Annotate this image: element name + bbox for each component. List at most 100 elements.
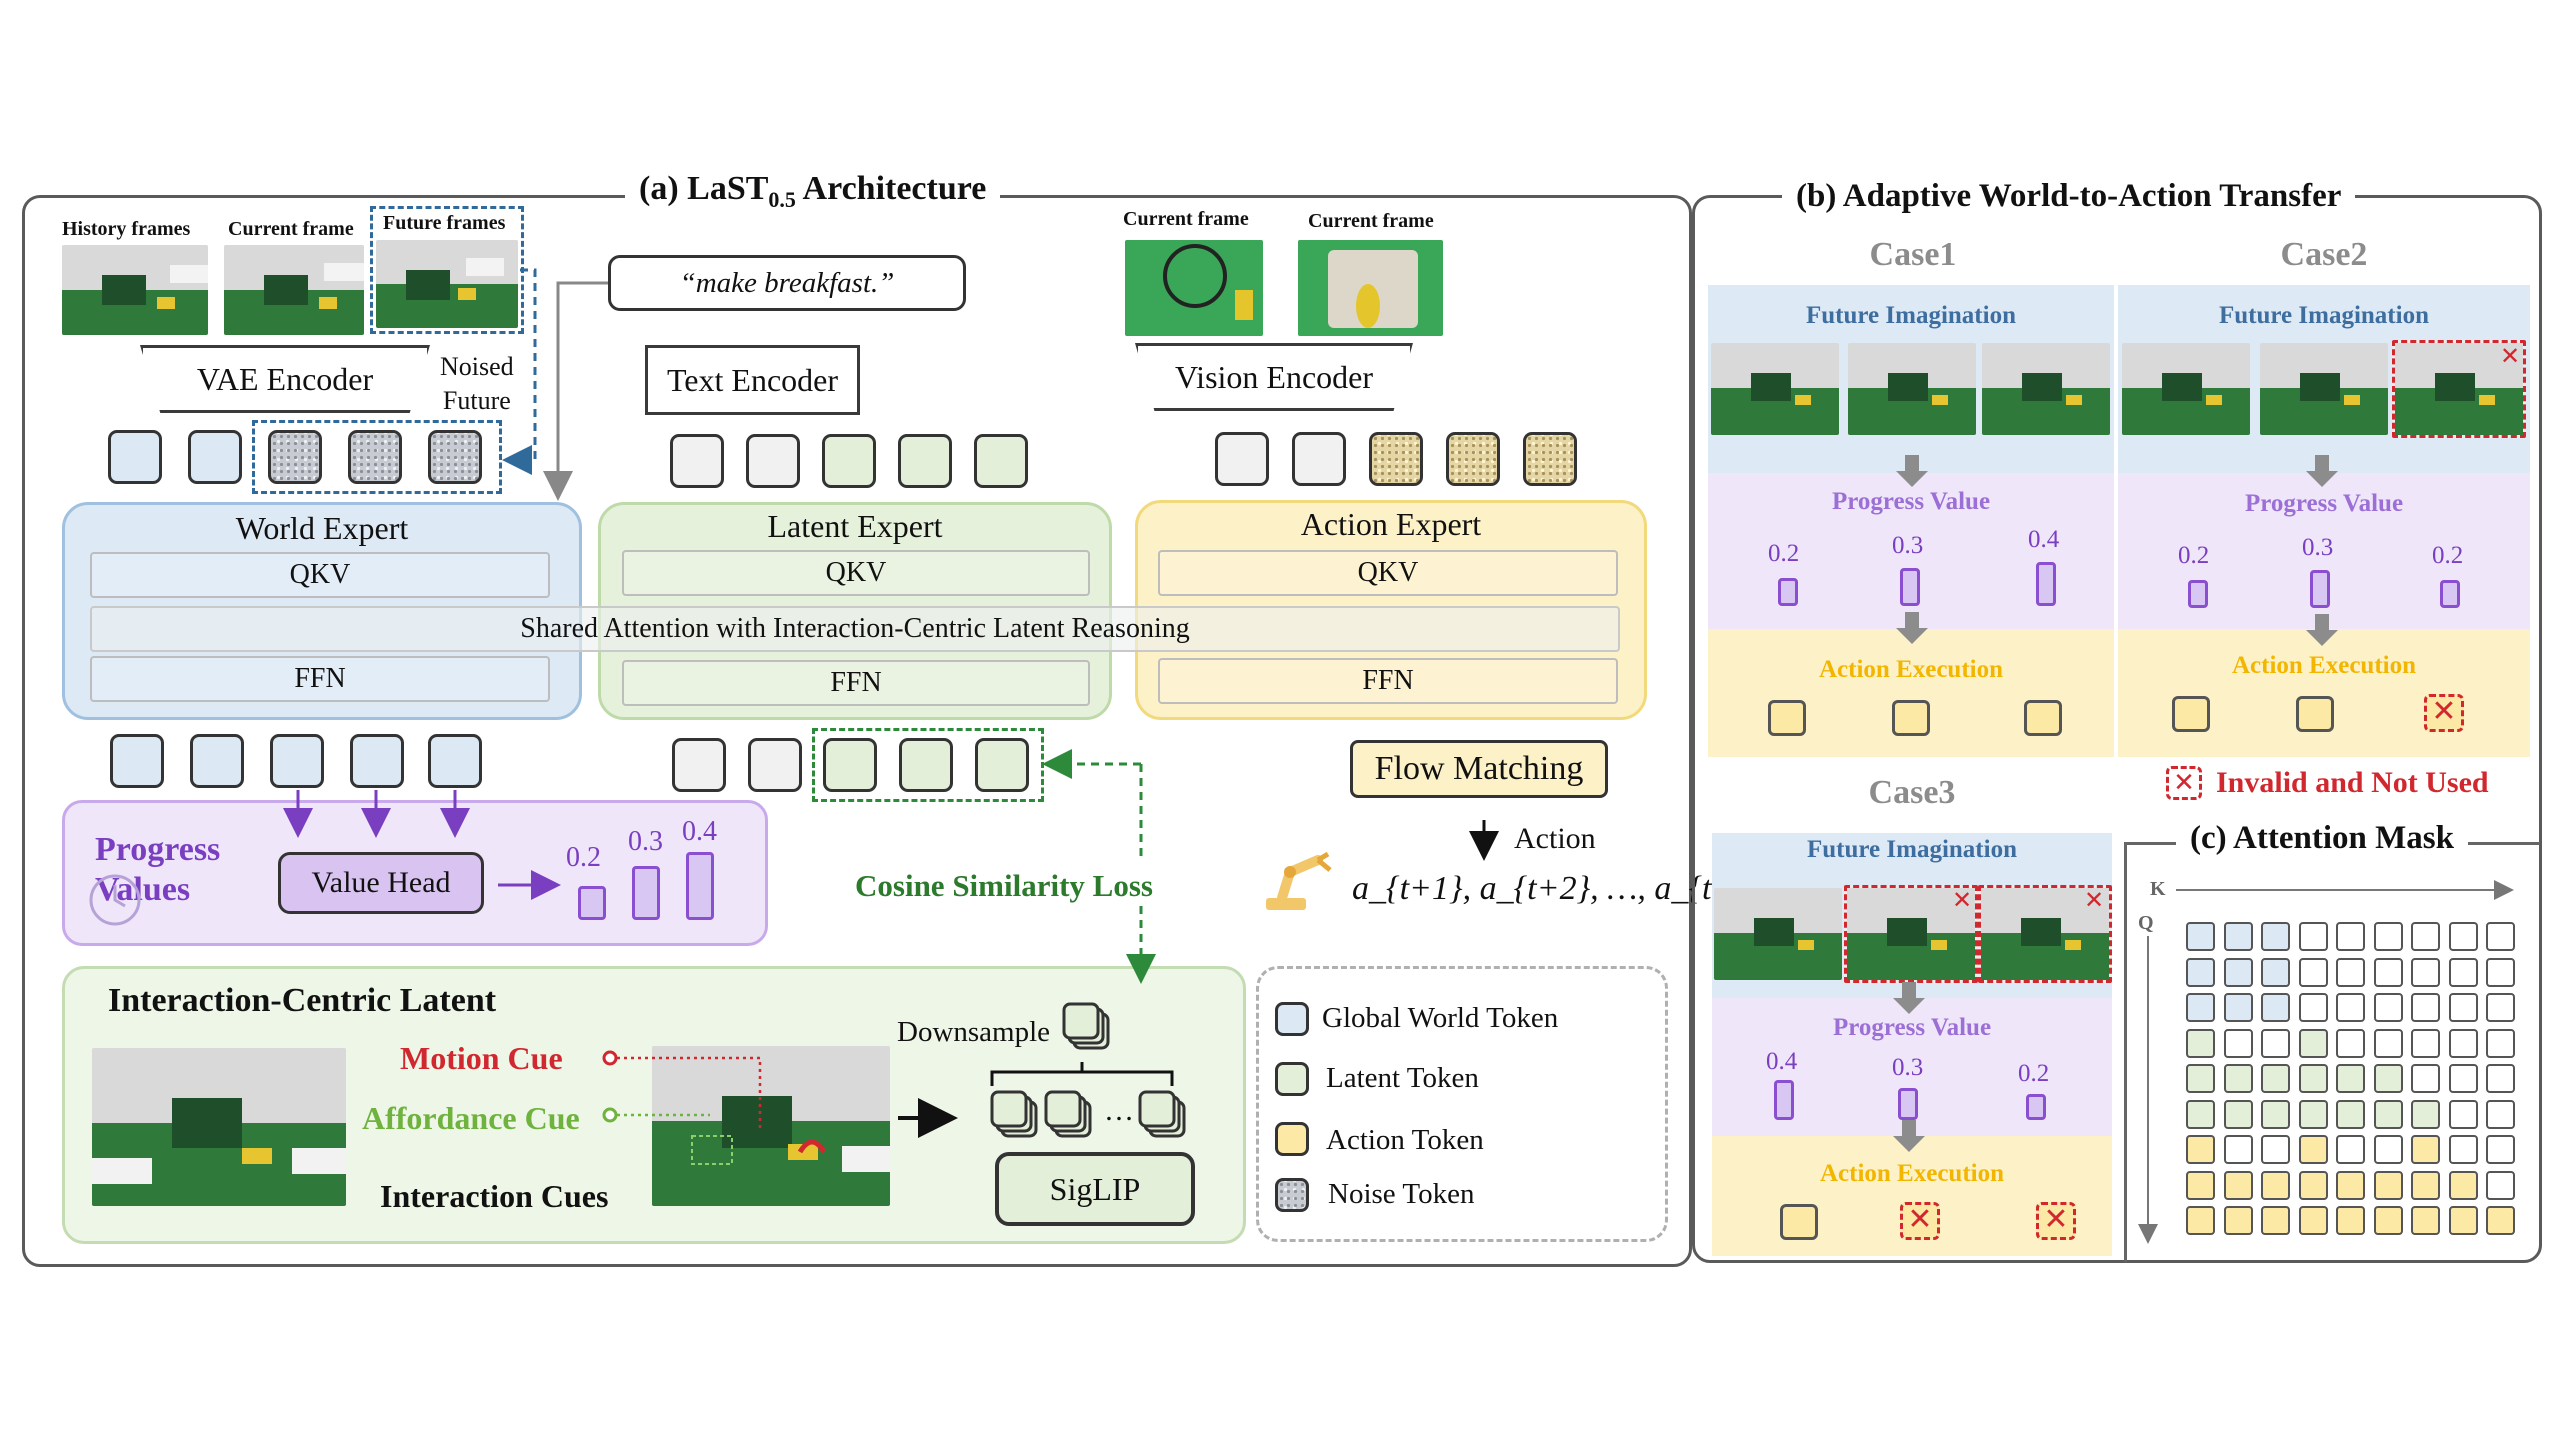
action-expert-title: Action Expert <box>1300 506 1482 542</box>
mask-cell <box>2223 1064 2253 1093</box>
mask-cell <box>2298 1064 2328 1093</box>
action-sequence: a_{t+1}, a_{t+2}, …, a_{t+H} <box>1352 870 1773 907</box>
transfer-title: (b) Adaptive World-to-Action Transfer <box>1782 178 2356 215</box>
mask-cell <box>2411 957 2440 987</box>
mask-cell <box>2223 957 2253 987</box>
invalid-action-square: ✕ <box>2036 1202 2076 1240</box>
mask-cell <box>2336 922 2365 951</box>
mask-cell <box>2411 1206 2440 1235</box>
clock-icon <box>88 873 142 927</box>
progress-value-label: Progress Value <box>1831 488 1991 515</box>
mask-cell <box>2186 922 2215 951</box>
case-progress-value: 0.2 <box>1768 540 1800 567</box>
latent-ffn: FFN <box>622 660 1090 706</box>
mask-cell <box>2373 1099 2403 1129</box>
mask-cell <box>2486 1206 2515 1235</box>
mask-cell <box>2448 1028 2478 1058</box>
mask-cell <box>2486 1170 2515 1200</box>
invalid-legend-label: Invalid and Not Used <box>2216 766 2489 799</box>
mask-cell <box>2448 1064 2478 1093</box>
progress-values-label: Progress Values <box>95 831 221 908</box>
world-token <box>188 430 242 484</box>
legend <box>1256 966 1668 1242</box>
action-execution-label: Action Execution <box>1819 1160 2005 1187</box>
action-square <box>1892 700 1930 736</box>
legend-swatch <box>1275 1062 1309 1096</box>
future-frame-image <box>376 240 518 328</box>
shared-attention: Shared Attention with Interaction-Centri… <box>90 606 1620 652</box>
case-progress-value: 0.3 <box>2302 534 2334 561</box>
mask-cell <box>2298 922 2328 951</box>
world-ffn: FFN <box>90 656 550 702</box>
legend-swatch <box>1275 1002 1309 1036</box>
mask-cell <box>2411 1135 2440 1164</box>
mask-cell <box>2411 922 2440 951</box>
case-progress-value: 0.2 <box>2178 542 2210 569</box>
mask-cell <box>2486 957 2515 987</box>
mask-cell <box>2186 1028 2215 1058</box>
legend-label: Global World Token <box>1322 1002 1559 1034</box>
mask-cell <box>2448 922 2478 951</box>
current-frame-vision-label-1: Current frame <box>1123 208 1249 230</box>
mask-cell <box>2336 1206 2365 1235</box>
text-encoder: Text Encoder <box>645 345 860 415</box>
interaction-source-image <box>92 1048 346 1206</box>
mask-cell <box>2261 1135 2290 1164</box>
case-progress-bar <box>2026 1094 2046 1120</box>
case-progress-value: 0.3 <box>1892 532 1924 559</box>
mask-cell <box>2186 1135 2215 1164</box>
mask-cell <box>2336 993 2365 1022</box>
case-progress-value: 0.2 <box>2018 1060 2050 1087</box>
mask-cell <box>2448 1135 2478 1164</box>
mask-cell <box>2261 1206 2290 1235</box>
case-title: Case2 <box>2280 236 2368 273</box>
stacked-token-icon <box>1044 1090 1094 1140</box>
text-output-token <box>748 738 802 792</box>
mask-cell <box>2486 922 2515 951</box>
affordance-cue-label: Affordance Cue <box>362 1100 580 1136</box>
attention-mask-title: (c) Attention Mask <box>2176 820 2468 857</box>
case-title: Case3 <box>1868 774 1956 811</box>
case-progress-value: 0.4 <box>1766 1048 1798 1075</box>
imagination-frame <box>1848 343 1976 435</box>
mask-cell <box>2186 1206 2215 1235</box>
imagination-frame <box>2260 343 2388 435</box>
value-head: Value Head <box>278 852 484 914</box>
progress-value-label: 0.3 <box>628 826 663 857</box>
progress-value-label: 0.2 <box>566 842 601 873</box>
mask-cell <box>2411 1170 2440 1200</box>
mask-cell <box>2336 1135 2365 1164</box>
mask-cell <box>2261 922 2290 951</box>
action-label: Action <box>1514 822 1596 855</box>
world-output-token <box>428 734 482 788</box>
mask-cell <box>2448 1206 2478 1235</box>
mask-cell <box>2223 1170 2253 1200</box>
mask-cell <box>2336 1170 2365 1200</box>
text-output-token <box>672 738 726 792</box>
action-noise-token <box>1523 432 1577 486</box>
interaction-cues-label: Interaction Cues <box>380 1178 609 1214</box>
case-progress-bar <box>2440 580 2460 608</box>
case2-action-bg <box>2118 629 2530 757</box>
stacked-token-icon <box>1138 1090 1188 1140</box>
mask-cell <box>2261 1099 2290 1129</box>
mask-cell <box>2298 957 2328 987</box>
robot-arm-icon <box>1262 851 1336 912</box>
mask-cell <box>2373 1206 2403 1235</box>
case-progress-value: 0.4 <box>2028 526 2060 553</box>
world-output-token <box>270 734 324 788</box>
action-square <box>1768 700 1806 736</box>
legend-swatch <box>1275 1122 1309 1156</box>
mask-cell <box>2373 1028 2403 1058</box>
case-progress-bar <box>1900 568 1920 606</box>
mask-cell <box>2373 957 2403 987</box>
mask-cell <box>2486 1064 2515 1093</box>
progress-value-label: 0.4 <box>682 816 717 847</box>
case-progress-bar <box>2310 570 2330 608</box>
current-frame-image <box>224 245 364 335</box>
mask-cell <box>2223 922 2253 951</box>
mask-cell <box>2336 1099 2365 1129</box>
noised-future-label: Noised Future <box>440 352 514 415</box>
